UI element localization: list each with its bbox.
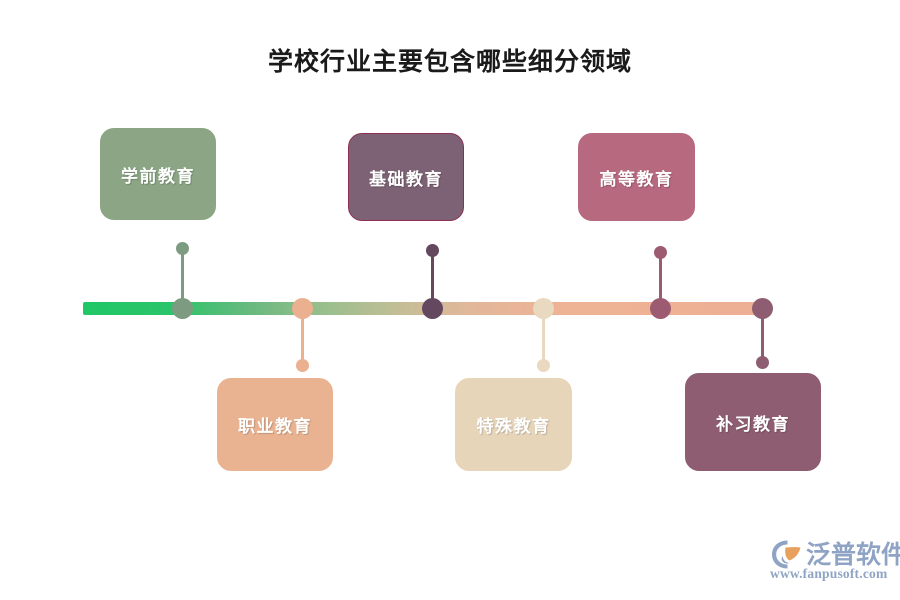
timeline-node-dot[interactable]: [421, 297, 443, 319]
connector-stem: [180, 248, 184, 308]
category-box[interactable]: 学前教育: [100, 128, 216, 220]
category-box-label: 补习教育: [716, 414, 790, 434]
watermark-logo: 泛普软件 www.fanpusoft.com: [768, 533, 900, 585]
connector-tip-dot: [536, 358, 550, 372]
category-box-label: 基础教育: [369, 169, 443, 189]
timeline-node-dot[interactable]: [532, 297, 554, 319]
category-box[interactable]: 基础教育: [348, 133, 464, 221]
category-box-label: 特殊教育: [476, 417, 551, 436]
connector-stem: [300, 308, 304, 365]
category-box-label: 高等教育: [599, 169, 674, 189]
connector-stem: [658, 252, 662, 308]
category-box[interactable]: 高等教育: [578, 133, 695, 221]
connector-tip-dot: [653, 245, 667, 259]
category-box[interactable]: 特殊教育: [455, 378, 572, 471]
connector-stem: [541, 308, 545, 365]
connector-tip-dot: [425, 243, 439, 257]
watermark-url: www.fanpusoft.com: [770, 566, 888, 581]
connector-tip-dot: [755, 355, 769, 369]
category-box-label: 职业教育: [238, 417, 312, 436]
page-title: 学校行业主要包含哪些细分领域: [267, 49, 632, 76]
connector-stem: [430, 250, 434, 308]
timeline-node-dot[interactable]: [291, 297, 313, 319]
category-box-label: 学前教育: [121, 166, 195, 186]
timeline-node-dot[interactable]: [171, 297, 193, 319]
connector-stem: [760, 308, 764, 362]
timeline-node-dot[interactable]: [751, 297, 773, 319]
connector-tip-dot: [295, 358, 309, 372]
connector-tip-dot: [175, 241, 189, 255]
watermark-brand: 泛普软件: [806, 542, 900, 569]
category-box[interactable]: 职业教育: [217, 378, 333, 471]
category-box[interactable]: 补习教育: [685, 373, 821, 471]
timeline-node-dot[interactable]: [649, 297, 671, 319]
fanpu-logo-icon: [772, 540, 801, 569]
